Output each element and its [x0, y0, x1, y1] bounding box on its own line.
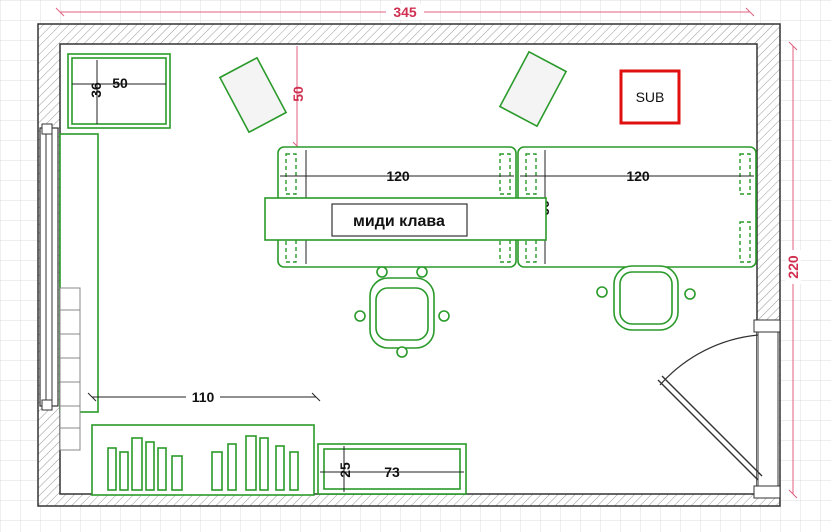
- subwoofer-label: SUB: [636, 89, 665, 105]
- dimension-top-gap: 50: [290, 46, 306, 151]
- room-width-label: 345: [393, 4, 417, 20]
- speaker-left[interactable]: [218, 56, 288, 134]
- desk-right-width-label: 120: [626, 168, 650, 184]
- room-depth-label: 220: [785, 255, 801, 279]
- desk-left-width-label: 120: [386, 168, 410, 184]
- door[interactable]: [657, 334, 763, 481]
- shelf-depth-label: 36: [88, 82, 104, 98]
- shelf-top-left[interactable]: 50 36: [67, 53, 171, 129]
- midi-keyboard-label: миди клава: [353, 213, 445, 230]
- top-gap-label: 50: [290, 86, 306, 102]
- bookshelf-bottom[interactable]: [91, 424, 315, 496]
- chair-right[interactable]: [596, 265, 696, 331]
- speaker-right[interactable]: [498, 50, 568, 128]
- clearance-label: 110: [192, 389, 215, 405]
- wall-shelf-left[interactable]: [59, 133, 99, 451]
- window: [39, 127, 59, 407]
- cabinet-bottom[interactable]: 73 25: [317, 443, 467, 495]
- shelf-width-label: 50: [112, 75, 128, 91]
- cabinet-depth-label: 25: [337, 462, 353, 478]
- subwoofer[interactable]: SUB: [619, 69, 681, 125]
- dimension-clearance: 110: [87, 389, 321, 405]
- midi-keyboard[interactable]: миди клава: [264, 197, 547, 241]
- cabinet-width-label: 73: [384, 464, 400, 480]
- chair-left[interactable]: [354, 266, 450, 358]
- desk-right[interactable]: 120 60: [517, 146, 757, 268]
- dimension-room-depth: 220: [785, 41, 801, 499]
- dimension-room-width: 345: [55, 4, 755, 20]
